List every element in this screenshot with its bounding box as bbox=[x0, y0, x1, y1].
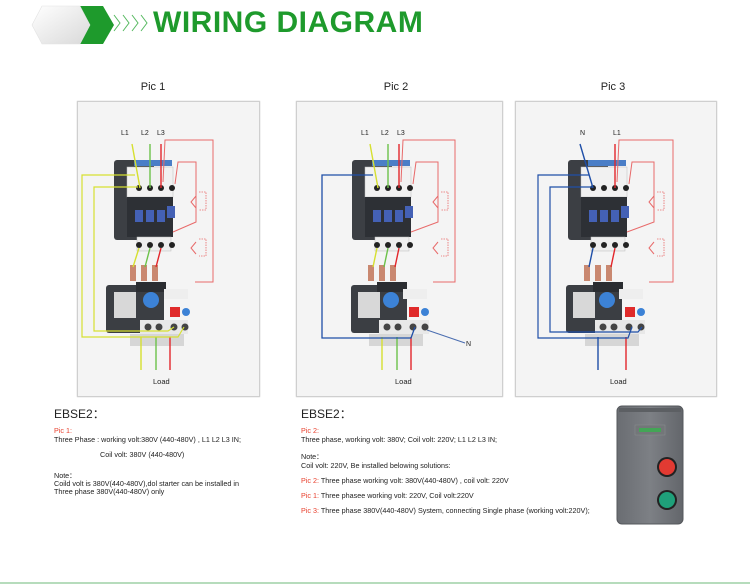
solution-text: Three phase 380V(440-480V) System, conne… bbox=[318, 505, 590, 515]
desc-note: Coild volt is 380V(440-480V),dol starter… bbox=[54, 478, 239, 488]
desc-pic-tag: Pic 2: bbox=[301, 426, 319, 436]
desc-note-label: Note： bbox=[54, 470, 77, 480]
solution-item: Pic 1: Three phasee working volt: 220V, … bbox=[301, 490, 590, 500]
solution-tag: Pic 1: bbox=[301, 490, 319, 500]
thermal-relay-icon bbox=[351, 265, 429, 346]
stop-button-icon bbox=[659, 459, 675, 475]
pic2-description: EBSE2： Pic 2: Three phase, working volt:… bbox=[301, 407, 590, 515]
desc-coil-volt: Coil volt: 380V (440-480V) bbox=[100, 450, 185, 460]
wire-label-n: N bbox=[580, 130, 586, 137]
neutral-label: N bbox=[466, 341, 472, 348]
wire-label-l2: L2 bbox=[381, 130, 389, 137]
bottom-divider bbox=[0, 582, 750, 584]
solution-item: Pic 3: Three phase 380V(440-480V) System… bbox=[301, 505, 590, 515]
hexagon-logo-icon bbox=[31, 5, 114, 45]
wire-label-l2: L2 bbox=[141, 130, 149, 137]
pic1-label: Pic 1 bbox=[140, 81, 166, 93]
load-label: Load bbox=[610, 377, 627, 386]
pic3-diagram: N L1 Load bbox=[515, 101, 717, 397]
solution-tag: Pic 3: bbox=[301, 505, 319, 515]
pic1-description: EBSE2： Pic 1: Three Phase : working volt… bbox=[54, 407, 241, 496]
page-title: WIRING DIAGRAM bbox=[153, 6, 424, 39]
desc-note-label: Note： bbox=[301, 452, 324, 462]
starter-enclosure-icon bbox=[616, 405, 684, 525]
wire-label-l3: L3 bbox=[397, 130, 405, 137]
contactor-icon bbox=[114, 160, 175, 252]
desc-note: Three phase 380V(440-480V) only bbox=[54, 486, 165, 496]
desc-line: Three Phase : working volt:380V (440-480… bbox=[54, 435, 241, 445]
chevrons-icon bbox=[113, 14, 148, 32]
wire-label-l1: L1 bbox=[613, 130, 621, 137]
header: WIRING DIAGRAM bbox=[0, 0, 750, 50]
desc-note: Coil volt: 220V, Be installed belowing s… bbox=[301, 460, 451, 470]
load-label: Load bbox=[153, 377, 170, 386]
solution-item: Pic 2: Three phase working volt: 380V(44… bbox=[301, 475, 590, 485]
wire-label-l1: L1 bbox=[361, 130, 369, 137]
solution-text: Three phase working volt: 380V(440-480V)… bbox=[318, 475, 509, 485]
wire-label-l3: L3 bbox=[157, 130, 165, 137]
desc-pic-tag: Pic 1: bbox=[54, 426, 72, 436]
pic3-label: Pic 3 bbox=[600, 81, 626, 93]
desc-heading: EBSE2： bbox=[301, 407, 352, 421]
pic2-diagram: L1 L2 L3 N Load bbox=[296, 101, 503, 397]
pic2-label: Pic 2 bbox=[383, 81, 409, 93]
desc-line: Three phase, working volt: 380V; Coil vo… bbox=[301, 435, 498, 445]
thermal-relay-icon bbox=[106, 265, 190, 346]
wire-label-l1: L1 bbox=[121, 130, 129, 137]
thermal-relay-icon bbox=[566, 265, 645, 346]
solution-tag: Pic 2: bbox=[301, 475, 319, 485]
load-label: Load bbox=[395, 377, 412, 386]
contactor-icon bbox=[568, 160, 629, 252]
pic1-diagram: L1 L2 L3 Load bbox=[77, 101, 260, 397]
solution-text: Three phasee working volt: 220V, Coil vo… bbox=[318, 490, 474, 500]
start-button-icon bbox=[659, 492, 675, 508]
desc-heading: EBSE2： bbox=[54, 407, 105, 421]
contactor-icon bbox=[352, 160, 413, 252]
